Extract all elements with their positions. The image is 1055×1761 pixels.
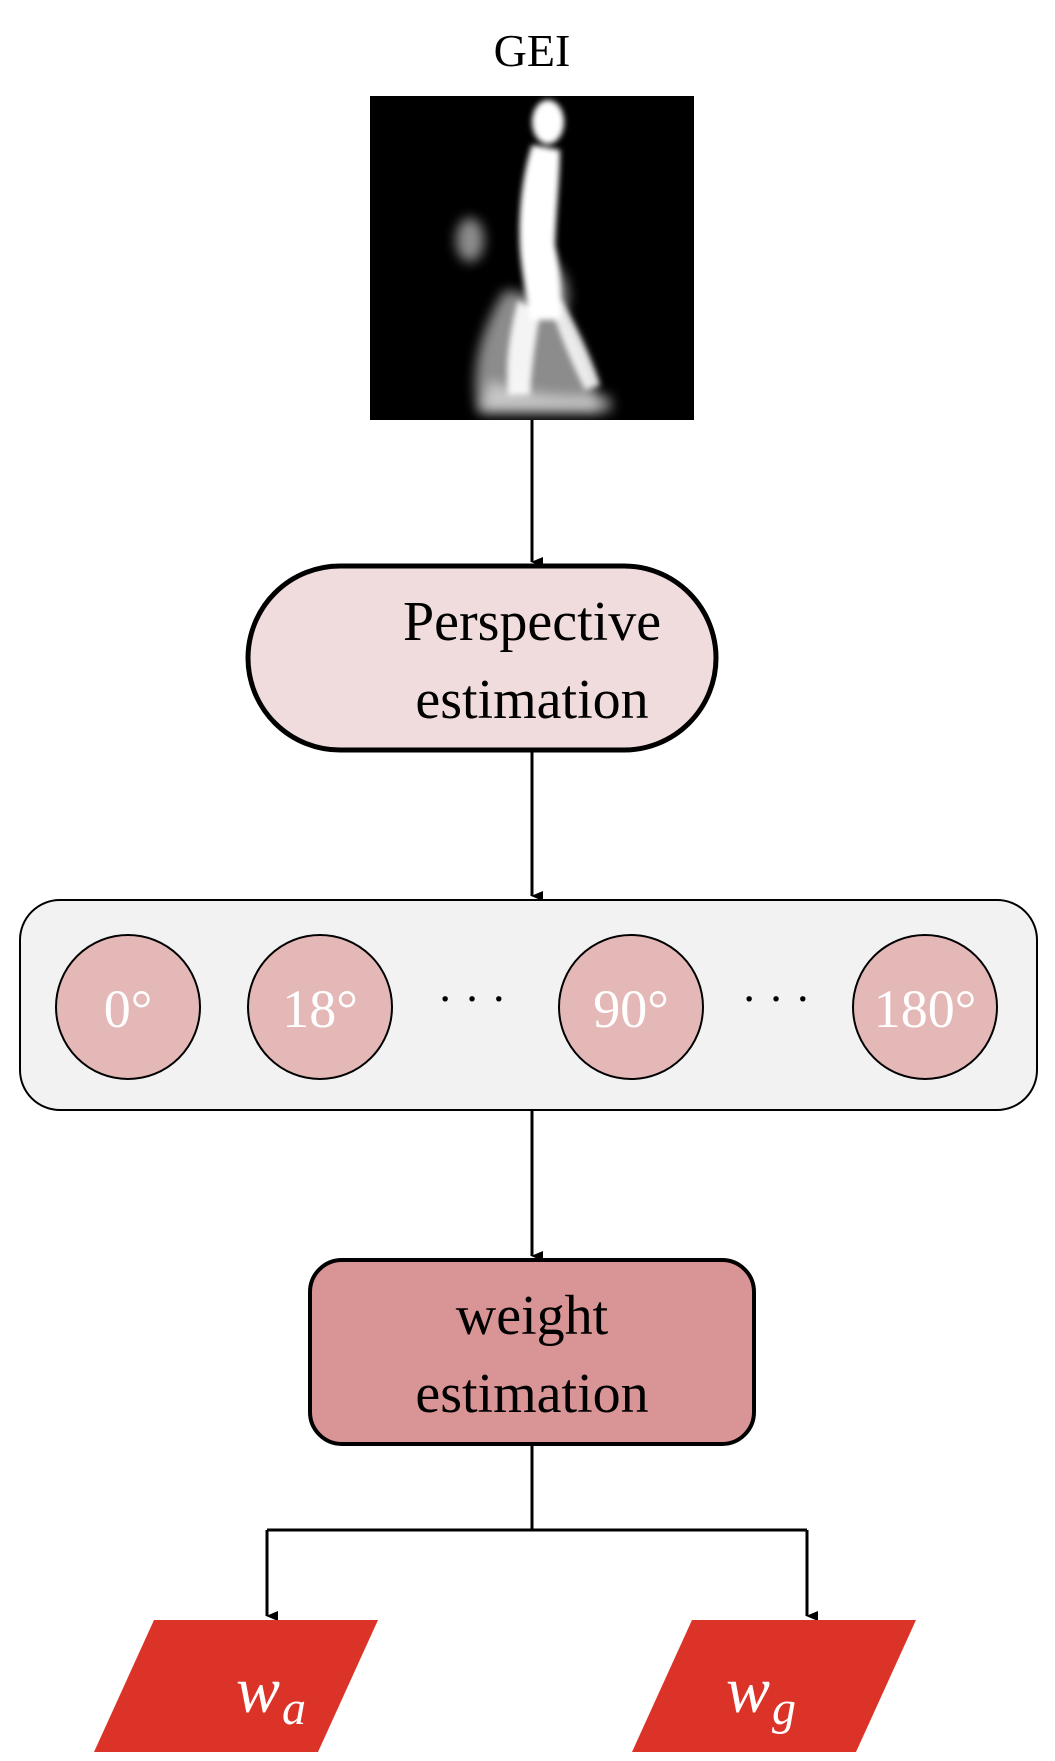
angle-180-label: 180° (874, 979, 977, 1039)
split-connector (265, 1444, 818, 1621)
ellipsis-1: · · · (438, 973, 507, 1024)
angle-90-circle: 90° (558, 934, 704, 1080)
output-wg-base: w (726, 1654, 770, 1727)
angle-18-label: 18° (282, 979, 358, 1039)
angle-180-circle: 180° (852, 934, 998, 1080)
output-wg-label: wg (726, 1654, 796, 1735)
output-wg-parallelogram: wg (632, 1620, 916, 1752)
output-wa-parallelogram: wa (94, 1620, 378, 1752)
angles-panel: 0° 18° · · · 90° · · · 180° (19, 899, 1038, 1111)
weight-label-line1: weight (456, 1285, 609, 1347)
ellipsis-2: · · · (742, 973, 811, 1024)
gei-title: GEI (494, 25, 571, 76)
angle-0-circle: 0° (55, 934, 201, 1080)
angle-0-label: 0° (104, 979, 153, 1039)
output-wg-sub: g (772, 1682, 796, 1735)
angle-90-label: 90° (593, 979, 669, 1039)
weight-estimation-node: weight estimation (308, 1258, 756, 1446)
perspective-label-line2: estimation (415, 669, 648, 731)
perspective-label-line1: Perspective (403, 591, 661, 653)
output-wa-label: wa (236, 1654, 306, 1735)
gei-image (370, 96, 694, 420)
output-wa-sub: a (282, 1682, 306, 1735)
walking-silhouette (456, 100, 612, 412)
perspective-estimation-node: Perspective estimation (245, 563, 719, 753)
output-wa-base: w (236, 1654, 280, 1727)
angle-18-circle: 18° (247, 934, 393, 1080)
weight-label-line2: estimation (415, 1363, 648, 1425)
